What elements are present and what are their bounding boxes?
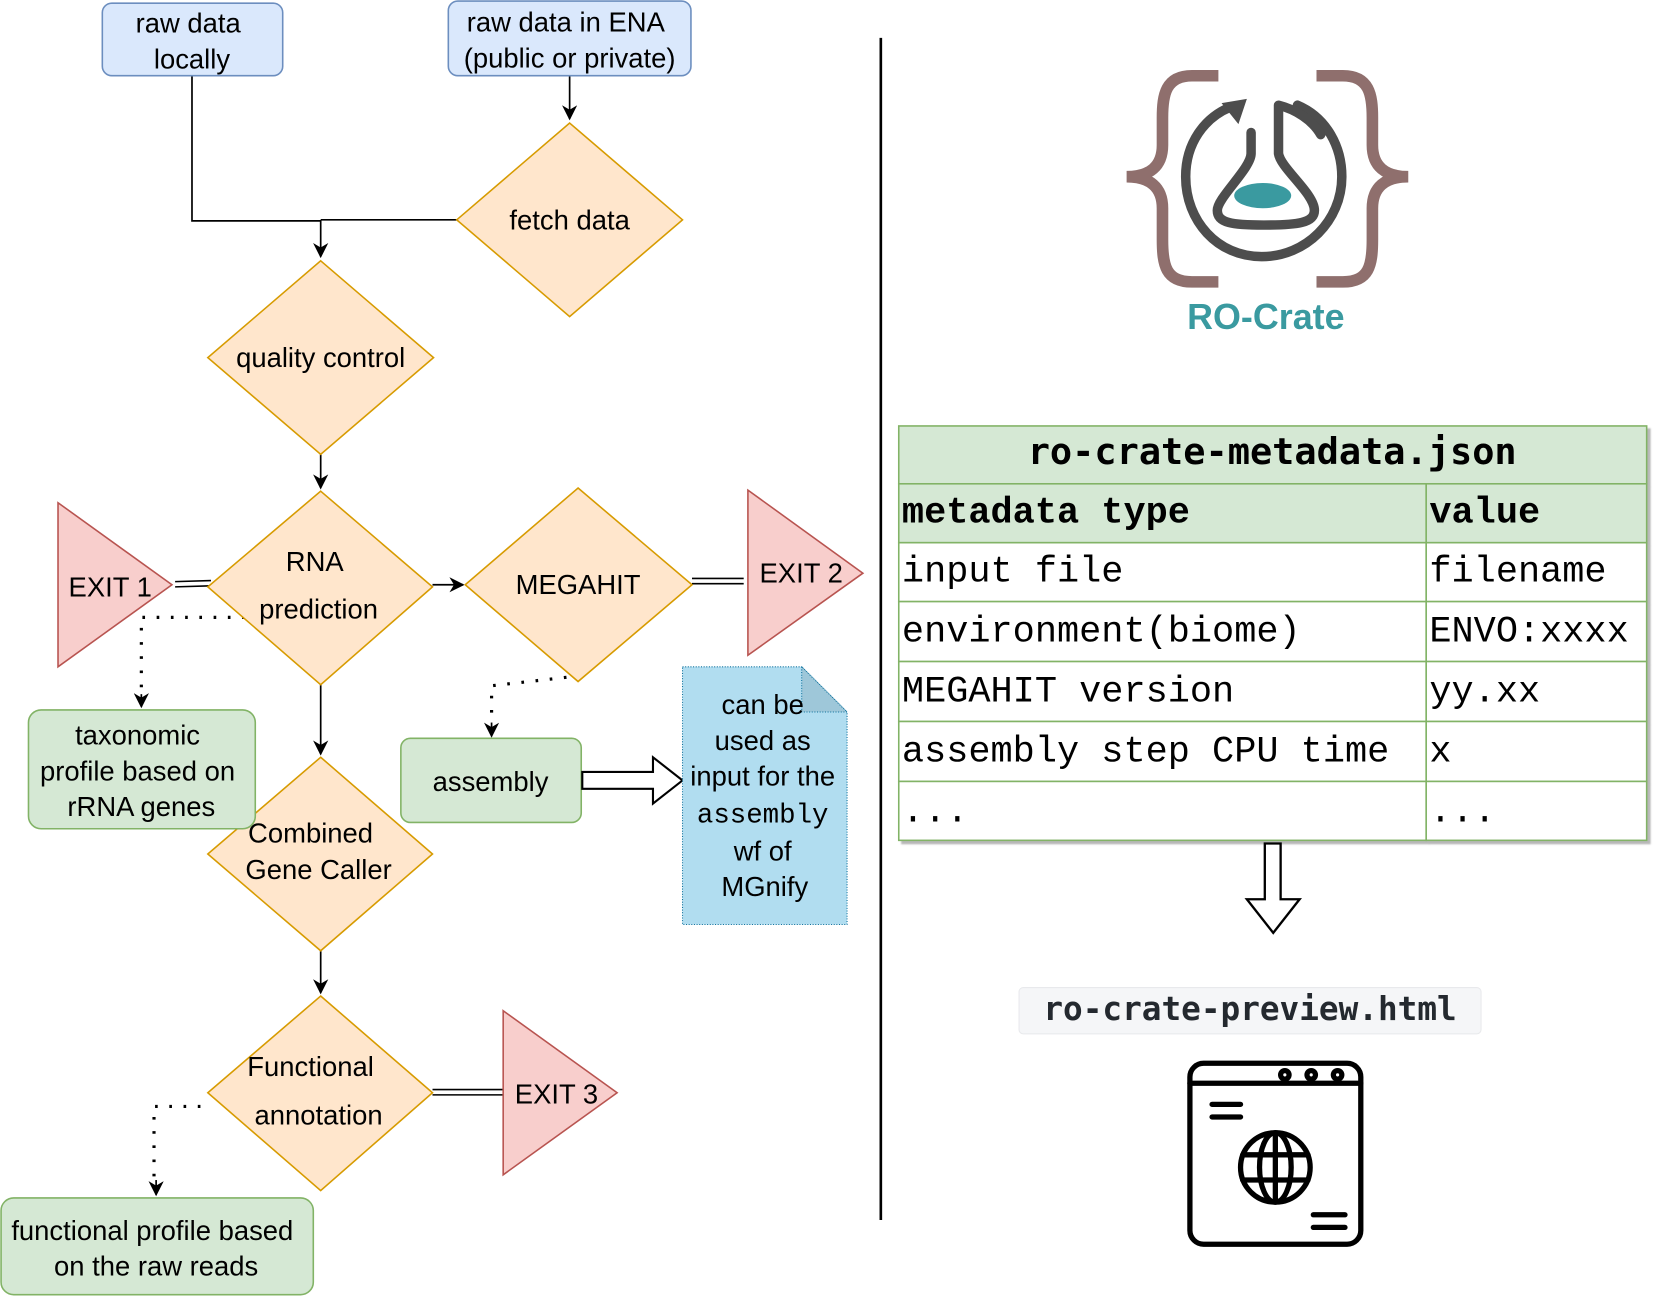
input-raw-data-ena[interactable]: raw data in ENA (public or private) [447, 0, 692, 77]
ro-crate-logo-text: RO-Crate [1187, 297, 1344, 337]
preview-filename: ro-crate-preview.html [1043, 990, 1456, 1028]
node-label: fetch data [509, 204, 630, 235]
node-label: raw data locally [136, 8, 249, 75]
step-rna-prediction[interactable]: RNA prediction [206, 490, 434, 686]
exit-2[interactable]: EXIT 2 [747, 488, 865, 657]
globe-icon [1237, 1130, 1313, 1205]
ro-crate-logo: RO-Crate [1126, 69, 1409, 337]
metadata-value-cell: ENVO:xxxx [1429, 612, 1628, 654]
edge-rna-to-exit1 [175, 579, 211, 588]
column-header-value: value [1429, 493, 1540, 535]
metadata-type-cell: environment(biome) [902, 612, 1301, 654]
step-functional-annotation[interactable]: Functional annotation [206, 994, 434, 1192]
exit-3[interactable]: EXIT 3 [502, 1009, 619, 1177]
table-row: input file filename [897, 541, 1648, 603]
metadata-type-cell: input file [902, 552, 1124, 594]
table-row: environment(biome) ENVO:xxxx [897, 600, 1648, 663]
edge-local-to-qc [191, 75, 329, 259]
edge-functional-to-profile [152, 1104, 201, 1178]
web-browser-icon [1187, 1060, 1364, 1247]
input-raw-data-locally[interactable]: raw data locally [101, 2, 284, 77]
left-brace-icon [1126, 69, 1219, 288]
metadata-type-cell: assembly step CPU time [902, 732, 1389, 774]
edge-megahit-to-exit2 [692, 577, 744, 585]
step-megahit[interactable]: MEGAHIT [463, 486, 694, 683]
node-label: RNA prediction [259, 546, 378, 624]
node-label: assembly [433, 766, 549, 797]
note-assembly-input: can be used as input for the assembly wf… [681, 665, 849, 926]
output-assembly[interactable]: assembly [400, 737, 583, 824]
hollow-arrow-down-icon [1244, 842, 1302, 935]
preview-filename-badge: ro-crate-preview.html [1018, 987, 1482, 1035]
exit-1[interactable]: EXIT 1 [57, 501, 174, 669]
cycle-arrow-icon [1180, 100, 1347, 262]
exit-label: EXIT 1 [69, 571, 152, 602]
hollow-arrow-right-icon [581, 755, 685, 806]
edge-functional-to-exit3 [432, 1088, 504, 1096]
node-label: quality control [236, 342, 405, 373]
column-header-metadata-type: metadata type [902, 493, 1190, 535]
metadata-value-cell: x [1429, 732, 1451, 774]
table-row: ... ... [897, 780, 1648, 842]
table-title: ro-crate-metadata.json [1028, 430, 1517, 473]
step-quality-control[interactable]: quality control [206, 259, 435, 456]
table-row: assembly step CPU time x [897, 720, 1648, 783]
output-taxonomic-profile[interactable]: taxonomic profile based on rRNA genes [27, 709, 257, 830]
node-label: taxonomic profile based on rRNA genes [40, 720, 243, 822]
edge-rna-to-taxonomic [139, 615, 245, 693]
metadata-table: ro-crate-metadata.json metadata type val… [897, 425, 1648, 842]
exit-label: EXIT 2 [760, 558, 843, 589]
node-label: MEGAHIT [516, 569, 641, 600]
flask-liquid-icon [1234, 183, 1292, 209]
column-header-cell [1425, 483, 1648, 544]
table-title-cell [897, 425, 1648, 485]
step-fetch-data[interactable]: fetch data [455, 122, 684, 318]
edge-megahit-to-assembly [489, 675, 567, 721]
node-label: raw data in ENA (public or private) [464, 7, 676, 74]
metadata-value-cell: yy.xx [1429, 672, 1540, 714]
metadata-value-cell: filename [1429, 552, 1606, 594]
flask-icon [1212, 100, 1326, 230]
flow-edges [133, 75, 744, 1197]
node-label: functional profile based on the raw read… [11, 1215, 301, 1282]
note-text: can be used as input for the assembly wf… [690, 689, 839, 902]
exit-label: EXIT 3 [515, 1078, 598, 1109]
node-label: Functional annotation [247, 1051, 382, 1130]
metadata-value-cell: ... [1429, 791, 1495, 833]
metadata-type-cell: ... [902, 791, 968, 833]
table-row: MEGAHIT version yy.xx [897, 660, 1648, 723]
node-label: Combined Gene Caller [245, 817, 391, 885]
right-brace-icon [1316, 69, 1409, 288]
output-functional-profile[interactable]: functional profile based on the raw read… [0, 1197, 315, 1296]
metadata-type-cell: MEGAHIT version [902, 672, 1234, 714]
